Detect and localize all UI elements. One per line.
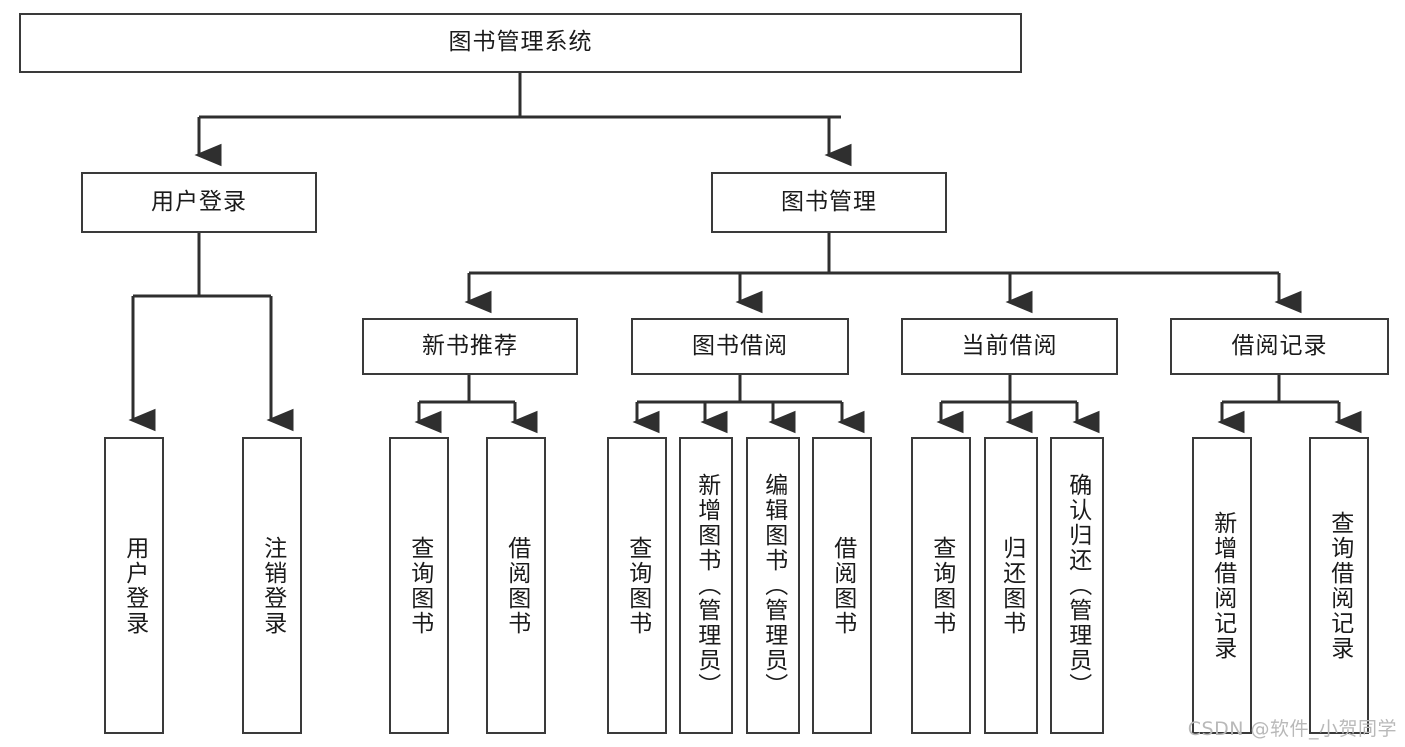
csdn-watermark: CSDN @软件_小贺同学 (1187, 718, 1397, 740)
node-label: 注销登录 (259, 535, 286, 636)
leaf-user-login[interactable]: 用户登录 (104, 437, 164, 734)
leaf-edit-book-admin[interactable]: 编辑图书（管理员） (746, 437, 800, 734)
node-label: 借阅记录 (1231, 332, 1328, 359)
leaf-query-borrowing-record[interactable]: 查询借阅记录 (1309, 437, 1369, 734)
node-book-borrowing[interactable]: 图书借阅 (631, 318, 849, 375)
node-root-book-management-system[interactable]: 图书管理系统 (19, 13, 1022, 73)
node-label: 借阅图书 (503, 535, 530, 636)
node-label: 查询图书 (928, 535, 955, 636)
node-label: 编辑图书（管理员） (760, 473, 787, 698)
node-label: 查询图书 (406, 535, 433, 636)
leaf-borrow-book-borrowing[interactable]: 借阅图书 (812, 437, 872, 734)
node-current-borrowing[interactable]: 当前借阅 (901, 318, 1118, 375)
node-book-management[interactable]: 图书管理 (711, 172, 947, 233)
node-label: 用户登录 (121, 535, 148, 636)
leaf-user-logout[interactable]: 注销登录 (242, 437, 302, 734)
node-label: 图书管理 (781, 188, 877, 215)
leaf-add-borrowing-record[interactable]: 新增借阅记录 (1192, 437, 1252, 734)
node-label: 新增图书（管理员） (693, 473, 720, 698)
leaf-query-book-recommendation[interactable]: 查询图书 (389, 437, 449, 734)
node-label: 查询借阅记录 (1326, 510, 1353, 661)
node-label: 新增借阅记录 (1209, 510, 1236, 661)
node-new-book-recommendation[interactable]: 新书推荐 (362, 318, 578, 375)
leaf-return-book[interactable]: 归还图书 (984, 437, 1038, 734)
node-label: 新书推荐 (422, 332, 518, 359)
leaf-query-book-borrowing[interactable]: 查询图书 (607, 437, 667, 734)
node-label: 当前借阅 (961, 332, 1058, 359)
node-label: 图书管理系统 (448, 29, 593, 56)
node-label: 归还图书 (998, 535, 1025, 636)
node-label: 图书借阅 (692, 332, 788, 359)
leaf-query-book-current[interactable]: 查询图书 (911, 437, 971, 734)
node-label: 确认归还（管理员） (1064, 473, 1091, 698)
node-label: 借阅图书 (829, 535, 856, 636)
node-label: 查询图书 (624, 535, 651, 636)
leaf-add-book-admin[interactable]: 新增图书（管理员） (679, 437, 733, 734)
node-borrowing-records[interactable]: 借阅记录 (1170, 318, 1389, 375)
leaf-borrow-book-recommendation[interactable]: 借阅图书 (486, 437, 546, 734)
leaf-confirm-return-admin[interactable]: 确认归还（管理员） (1050, 437, 1104, 734)
node-user-login[interactable]: 用户登录 (81, 172, 317, 233)
node-label: 用户登录 (151, 188, 247, 215)
